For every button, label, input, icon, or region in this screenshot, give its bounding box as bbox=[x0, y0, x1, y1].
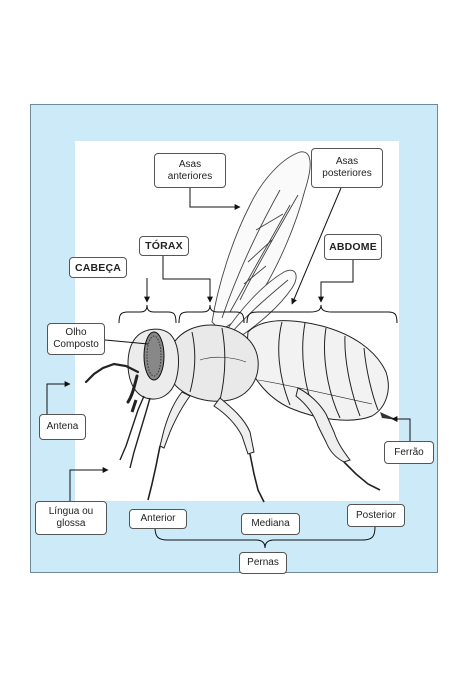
compound-eye bbox=[143, 331, 165, 381]
label-asas-anteriores: Asas anteriores bbox=[154, 153, 226, 188]
forewing bbox=[211, 151, 311, 331]
middle-leg bbox=[213, 397, 265, 503]
thorax bbox=[167, 324, 259, 402]
region-brackets bbox=[118, 304, 398, 549]
front-leg bbox=[147, 391, 191, 501]
label-anterior: Anterior bbox=[129, 509, 187, 529]
label-lingua-glossa: Língua ou glossa bbox=[35, 501, 107, 535]
label-pernas: Pernas bbox=[239, 552, 287, 574]
label-cabeca: CABEÇA bbox=[69, 257, 127, 278]
label-torax: TÓRAX bbox=[139, 236, 189, 256]
hind-leg bbox=[295, 387, 381, 491]
label-ferrao: Ferrão bbox=[384, 441, 434, 464]
label-antena: Antena bbox=[39, 414, 86, 440]
tongue bbox=[119, 395, 151, 469]
antenna bbox=[84, 362, 140, 404]
label-posterior: Posterior bbox=[347, 504, 405, 527]
head bbox=[127, 328, 179, 400]
label-connectors bbox=[46, 187, 411, 501]
hindwing bbox=[223, 269, 297, 339]
label-asas-posteriores: Asas posteriores bbox=[311, 148, 383, 188]
label-mediana: Mediana bbox=[241, 513, 300, 535]
label-olho-composto: Olho Composto bbox=[47, 323, 105, 355]
label-abdome: ABDOME bbox=[324, 234, 382, 260]
